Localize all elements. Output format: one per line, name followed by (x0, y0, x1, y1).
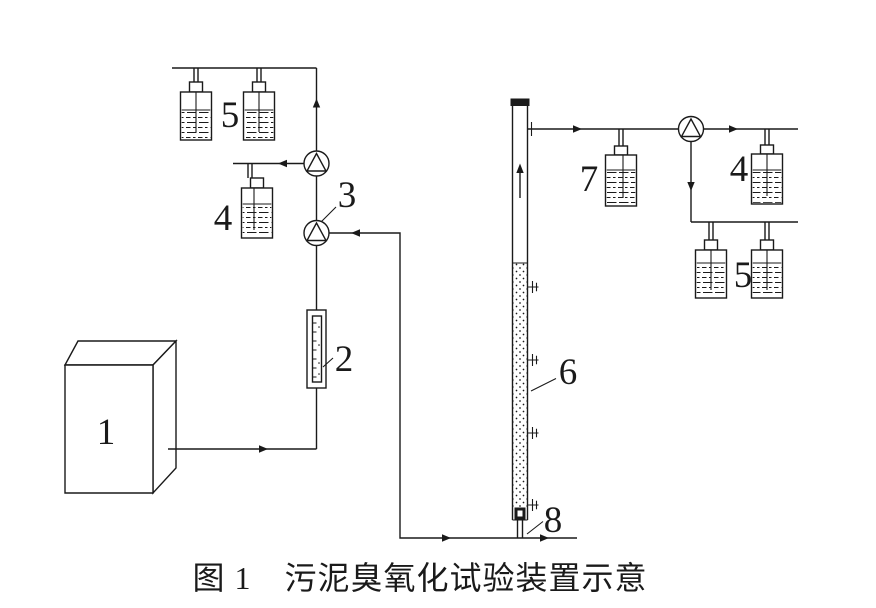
gas-washing-bottle-5-right-b (750, 222, 784, 299)
arrow-right-offgas-1 (573, 125, 582, 133)
arrow-right-offgas-2 (729, 125, 738, 133)
label-4-right: 4 (730, 149, 749, 190)
sludge-fill (513, 263, 527, 512)
arrow-right-feed (259, 445, 268, 453)
gas-washing-bottle-5-right-a (694, 222, 728, 299)
gas-washing-bottle-5-left-a (179, 68, 213, 141)
offgas-pump (677, 115, 705, 143)
arrow-down-to-exhaust (687, 182, 695, 191)
upflow-arrowhead (516, 163, 524, 173)
arrow-up-to-exhaust (312, 98, 321, 108)
label-4-left: 4 (214, 198, 233, 239)
label-8-diffuser: 8 (544, 500, 563, 541)
gas-washing-bottle-5-left-b (242, 68, 276, 141)
ozone-generator-box (63, 339, 178, 495)
label-6-column: 6 (559, 352, 578, 393)
label-1-ozone-generator: 1 (97, 412, 116, 453)
arrow-right-bottom-1 (442, 534, 451, 542)
label-5-left: 5 (221, 95, 240, 136)
label-3-valve: 3 (338, 175, 357, 216)
three-way-valve-main (303, 219, 330, 247)
absorption-bottle-4-left (240, 163, 274, 239)
three-way-valve-upper (303, 150, 330, 177)
flow-arrows (259, 98, 738, 542)
figure-caption: 图 1 污泥臭氧化试验装置示意 (192, 560, 647, 596)
column-bottom-tube (516, 520, 524, 538)
gas-flowmeter (306, 309, 327, 389)
arrow-right-bottom-2 (540, 534, 549, 542)
gas-diffuser-core (517, 510, 523, 517)
absorption-bottle-4-right (750, 129, 784, 205)
label-5-right: 5 (734, 255, 753, 296)
label-leaders (321, 206, 557, 535)
reactor-column (510, 98, 539, 538)
label-2-flowmeter: 2 (335, 339, 354, 380)
arrow-into-valve3 (351, 229, 360, 237)
buffer-bottle-7 (604, 129, 638, 207)
column-cap (510, 98, 530, 106)
gas-tubing (168, 67, 798, 539)
arrow-left-to-bottle4 (278, 159, 287, 168)
label-7-buffer-bottle: 7 (580, 159, 599, 200)
sampling-ports (527, 281, 539, 511)
